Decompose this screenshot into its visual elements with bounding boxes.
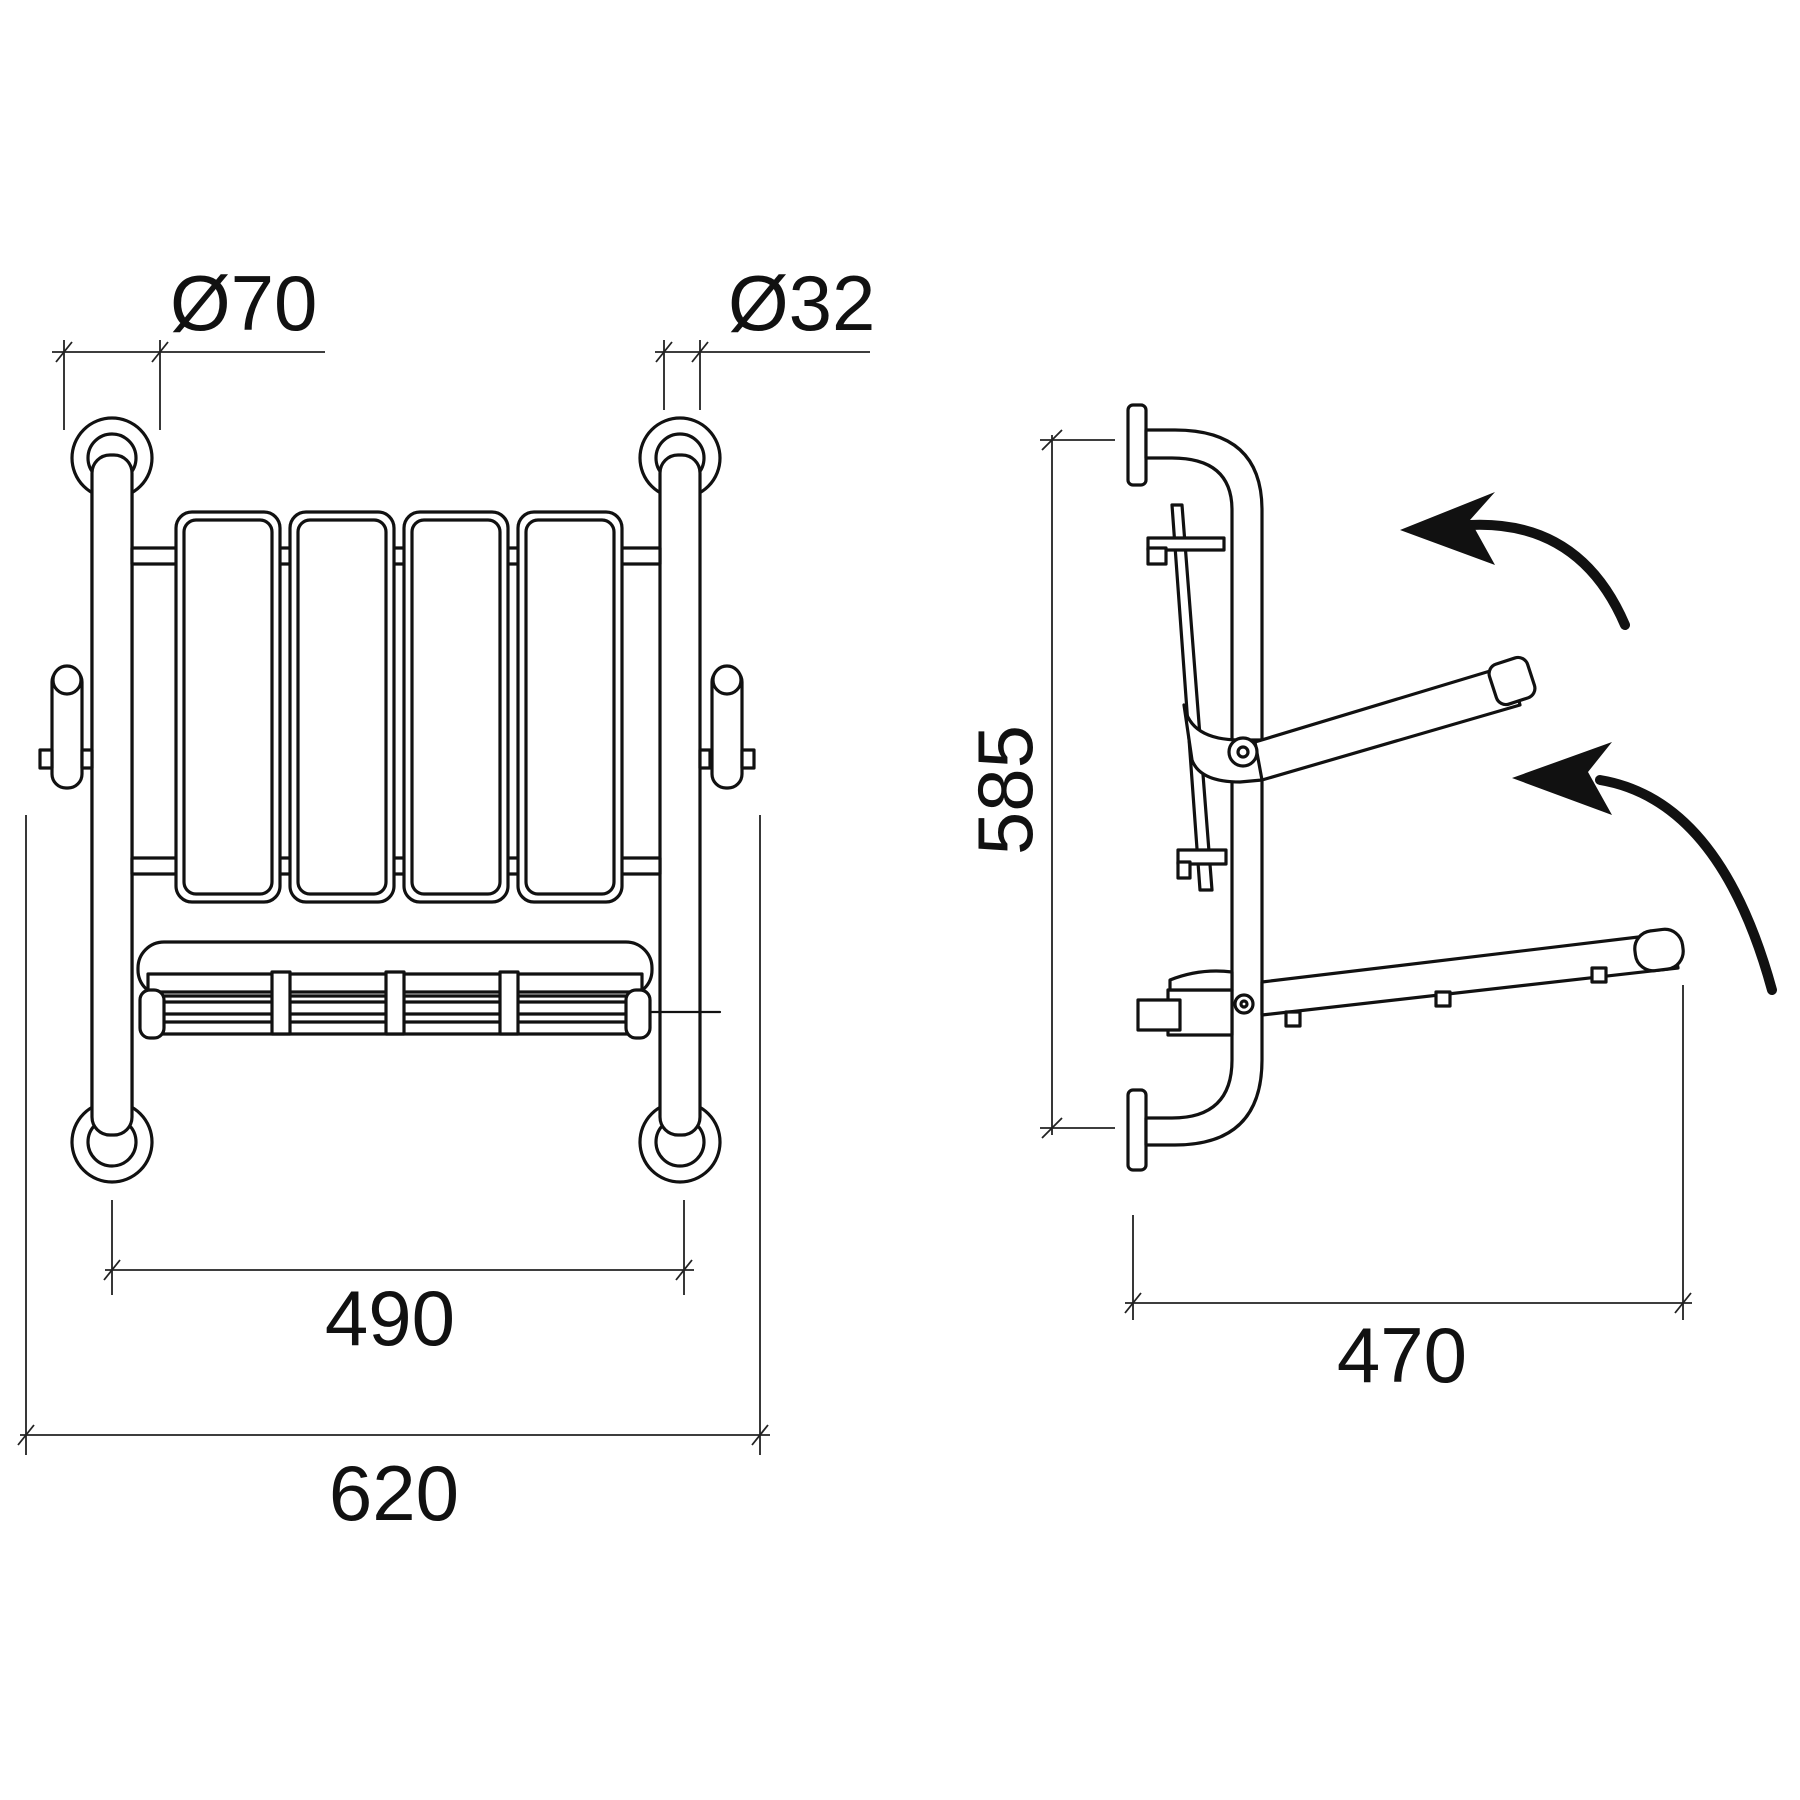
arrowhead-icon (1400, 492, 1495, 565)
dimension-label-diameter-70: Ø70 (170, 259, 317, 347)
dimension-label-620: 620 (329, 1449, 459, 1537)
backrest-slats (174, 510, 624, 904)
bottom-wall-flange (1126, 1088, 1148, 1172)
left-vertical-rail (70, 416, 154, 1184)
seat-arm (1136, 927, 1685, 1037)
inner-width-dimension: 490 (103, 1200, 694, 1362)
right-clamp (698, 664, 756, 790)
side-view: 585 470 (961, 403, 1777, 1399)
fold-arrow-upper (1400, 492, 1630, 630)
depth-dimension: 470 (1124, 985, 1692, 1399)
arrowhead-icon (1512, 742, 1612, 815)
dimension-label-585: 585 (961, 725, 1049, 855)
fold-arrow-lower (1512, 742, 1777, 995)
diameter-70-dimension: Ø70 (52, 259, 325, 430)
left-clamp (38, 664, 94, 790)
dimension-label-490: 490 (325, 1274, 455, 1362)
top-wall-flange (1126, 403, 1148, 487)
backrest-arm (1227, 655, 1537, 782)
curved-arrow-icon (1465, 519, 1630, 630)
diameter-32-dimension: Ø32 (655, 259, 875, 410)
dimension-label-diameter-32: Ø32 (728, 259, 875, 347)
overall-width-dimension: 620 (17, 815, 770, 1537)
folded-seat (136, 940, 722, 1040)
height-dimension: 585 (961, 429, 1115, 1139)
right-vertical-rail (638, 416, 722, 1184)
dimension-label-470: 470 (1337, 1311, 1467, 1399)
side-rail (1144, 428, 1264, 1147)
curved-arrow-icon (1595, 775, 1777, 995)
front-view: Ø70 Ø32 490 620 (17, 259, 875, 1537)
